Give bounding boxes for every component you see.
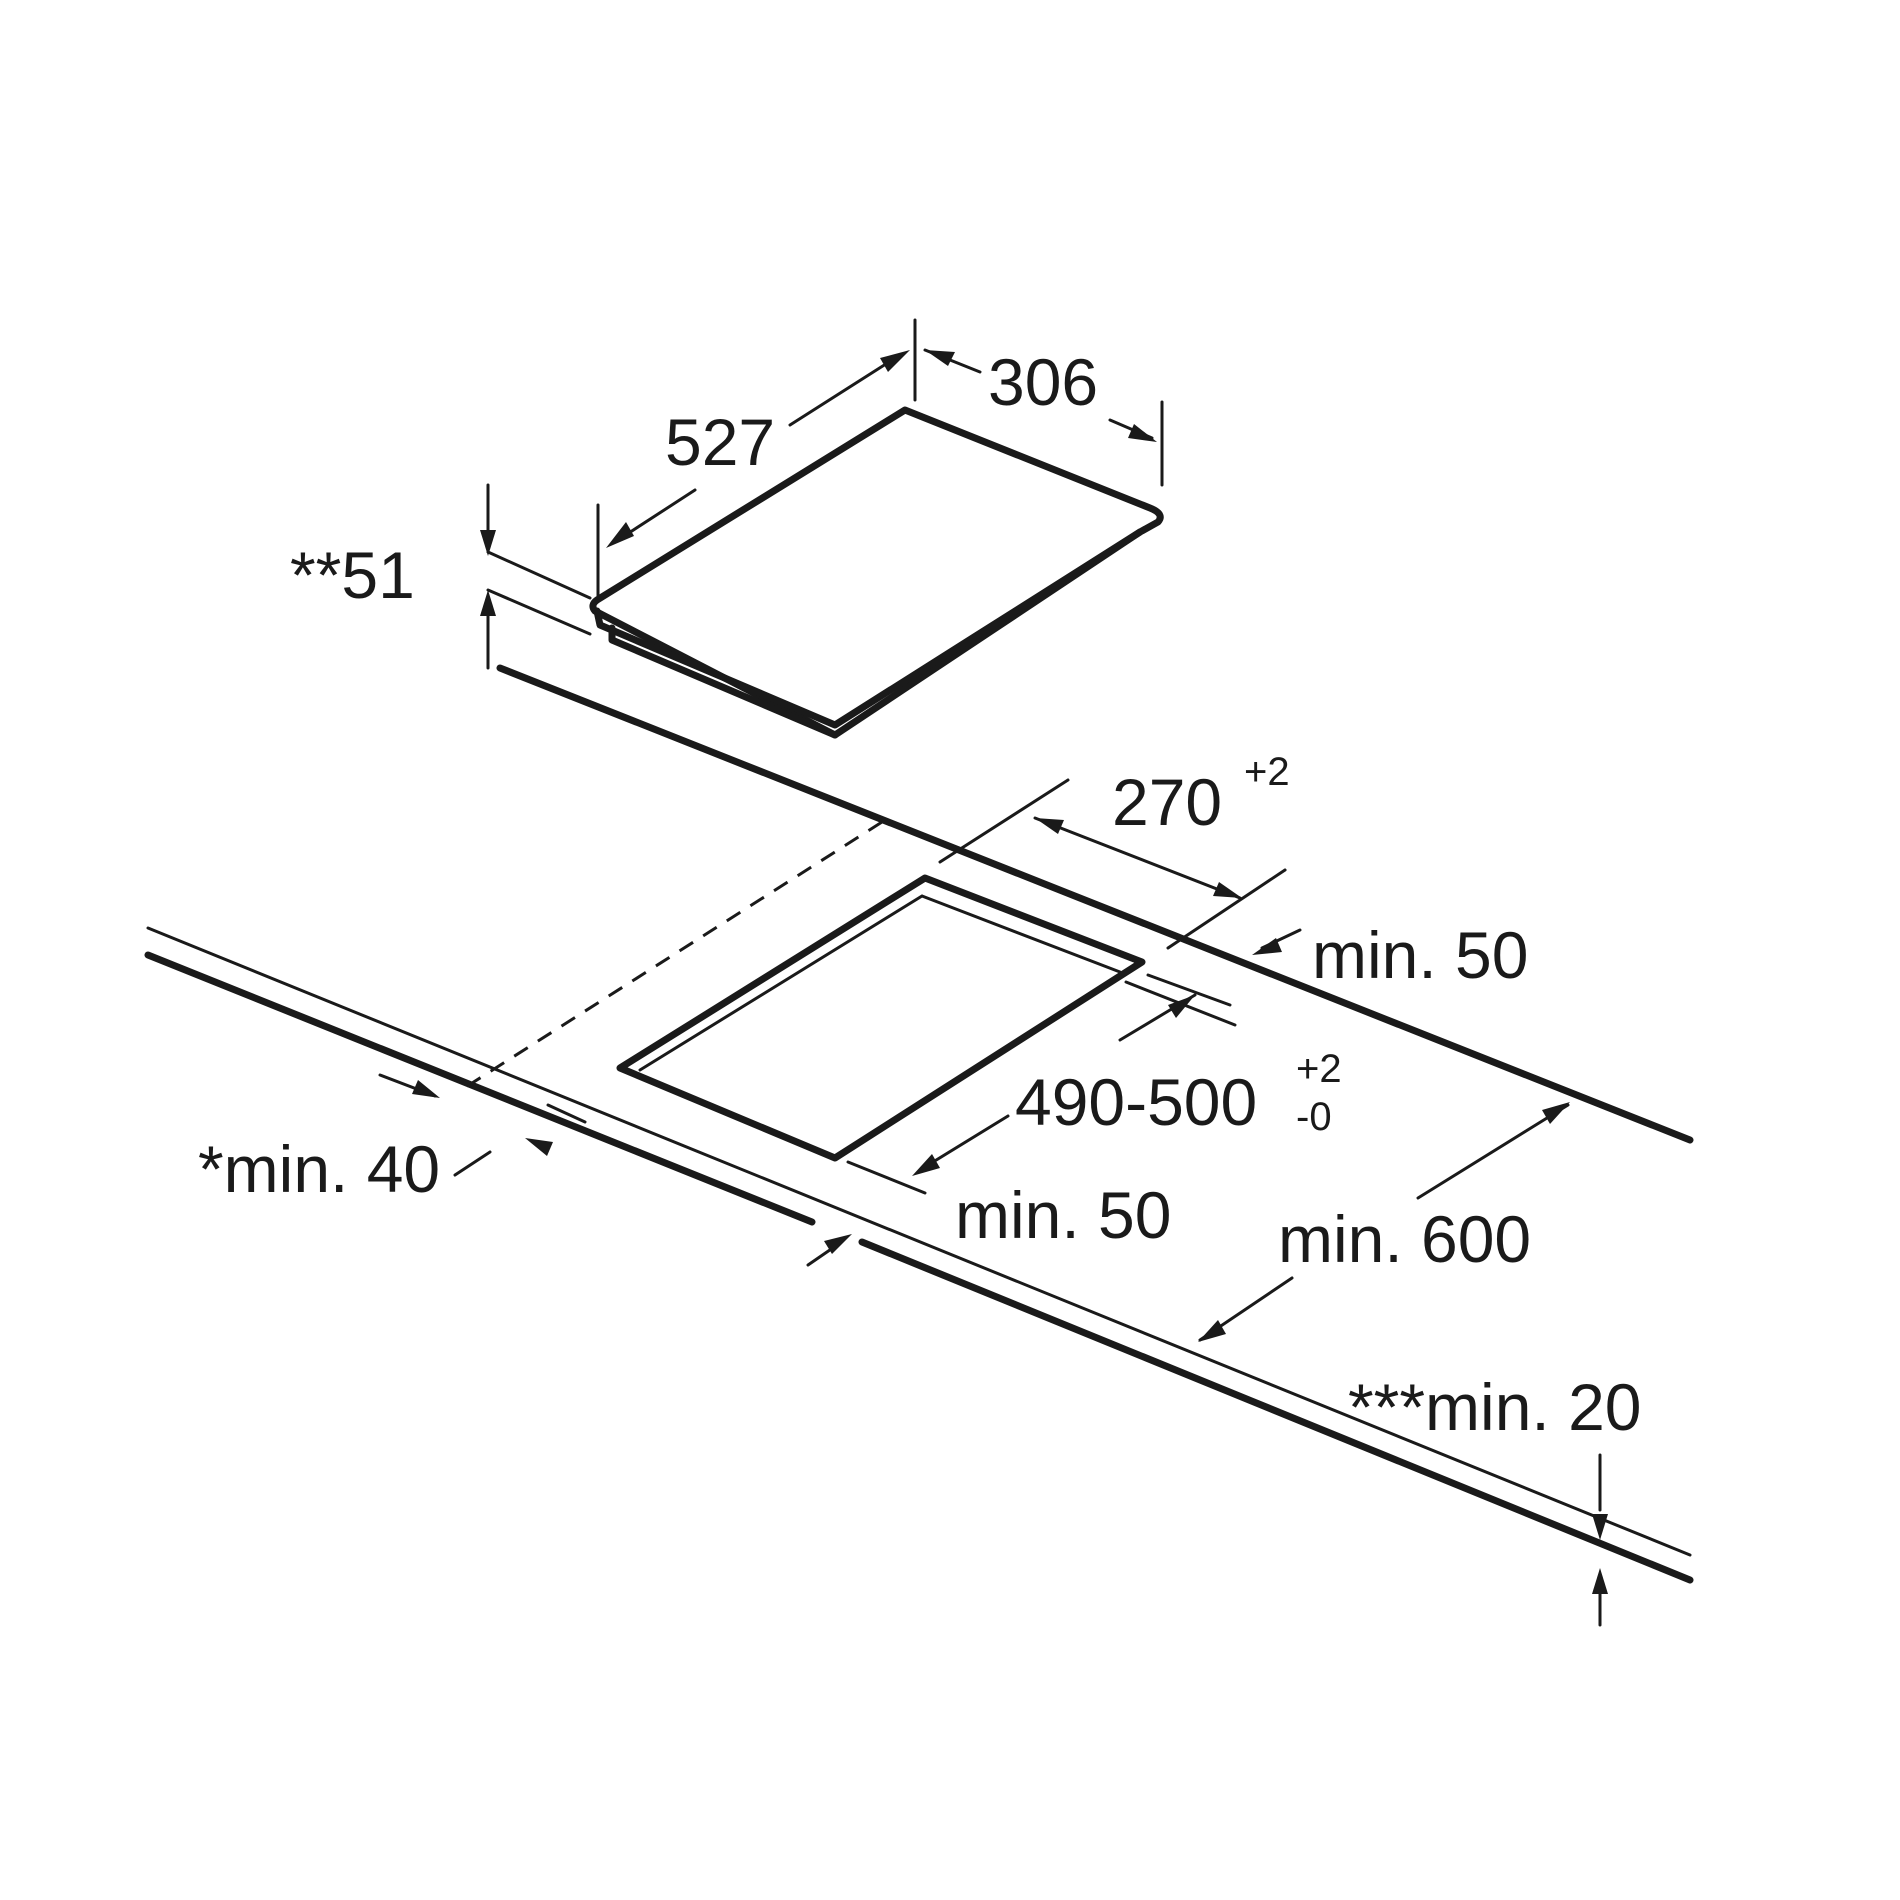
hob-width-label: 306 <box>988 345 1098 419</box>
worktop-depth-dimension: min. 600 <box>1198 1102 1570 1342</box>
hob-plate-edge <box>593 528 1144 729</box>
cutout-outline <box>616 874 1146 1162</box>
cutout-width-label: 490-500 <box>1015 1065 1257 1139</box>
worktop-thickness-label: ***min. 20 <box>1348 1370 1642 1444</box>
hob-top-plate <box>589 406 1164 739</box>
rear-clearance-label: min. 50 <box>1312 918 1528 992</box>
worktop-thickness-dimension: ***min. 20 <box>1348 1370 1642 1627</box>
hob-unit <box>589 406 1164 739</box>
cutout-width-tolerance-upper: +2 <box>1296 1047 1342 1091</box>
side-clearance-dimension: *min. 40 <box>198 1073 587 1206</box>
cutout-inner-edge <box>638 894 1122 1072</box>
rear-clearance-dimension: min. 50 <box>1146 918 1528 1007</box>
cutout-depth-tolerance: +2 <box>1244 750 1290 794</box>
cutout-width-dimension: 490-500 +2 -0 <box>846 980 1342 1195</box>
cutout-depth-label: 270 <box>1112 765 1222 839</box>
hob-length-label: 527 <box>665 405 775 479</box>
worktop-front-bottom-edge-right <box>858 1238 1694 1584</box>
worktop-depth-label: min. 600 <box>1278 1202 1531 1276</box>
hob-length-dimension: 527 <box>596 318 917 598</box>
front-clearance-label: min. 50 <box>955 1178 1171 1252</box>
hob-height-dimension: **51 <box>290 483 592 670</box>
worktop-rear-edge <box>496 664 1694 1144</box>
hob-width-dimension: 306 <box>923 345 1164 487</box>
front-clearance-dimension: min. 50 <box>806 1178 1171 1267</box>
cutout-width-tolerance-lower: -0 <box>1296 1095 1332 1139</box>
hob-body-edge <box>608 624 839 739</box>
cutout <box>457 820 1146 1162</box>
side-clearance-label: *min. 40 <box>198 1132 440 1206</box>
worktop-front-top-edge <box>146 926 1692 1557</box>
hob-height-label: **51 <box>290 538 415 612</box>
worktop-front-bottom-edge-left <box>144 951 816 1226</box>
worktop <box>144 664 1694 1584</box>
cutout-depth-dimension: 270 +2 <box>938 750 1290 950</box>
